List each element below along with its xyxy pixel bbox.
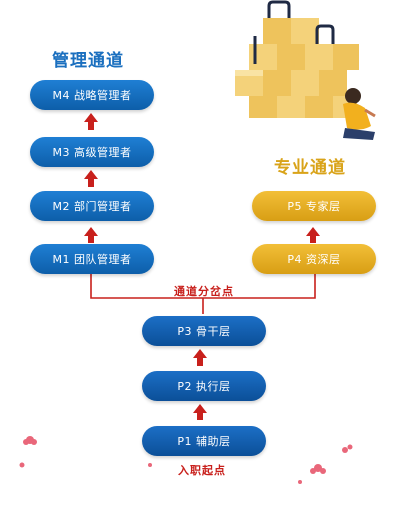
person-icon: [343, 88, 376, 140]
professional-track-title: 专业通道: [274, 158, 346, 178]
professional-level-p5: P5 专家层: [252, 191, 376, 221]
entry-point-label: 入职起点: [178, 464, 226, 477]
illustration-boxes-person: [235, 0, 376, 140]
up-arrow-icon: [84, 113, 320, 420]
professional-level-p4: P4 资深层: [252, 244, 376, 274]
base-level-p1: P1 辅助层: [142, 426, 266, 456]
management-level-m3: M3 高级管理者: [30, 137, 154, 167]
management-level-m1: M1 团队管理者: [30, 244, 154, 274]
box-icon: [235, 18, 359, 118]
flower-decoration: [19, 436, 353, 484]
management-level-m4: M4 战略管理者: [30, 80, 154, 110]
management-level-m2: M2 部门管理者: [30, 191, 154, 221]
base-level-p2: P2 执行层: [142, 371, 266, 401]
branch-point-label: 通道分岔点: [174, 285, 234, 298]
base-level-p3: P3 骨干层: [142, 316, 266, 346]
management-track-title: 管理通道: [52, 51, 124, 71]
